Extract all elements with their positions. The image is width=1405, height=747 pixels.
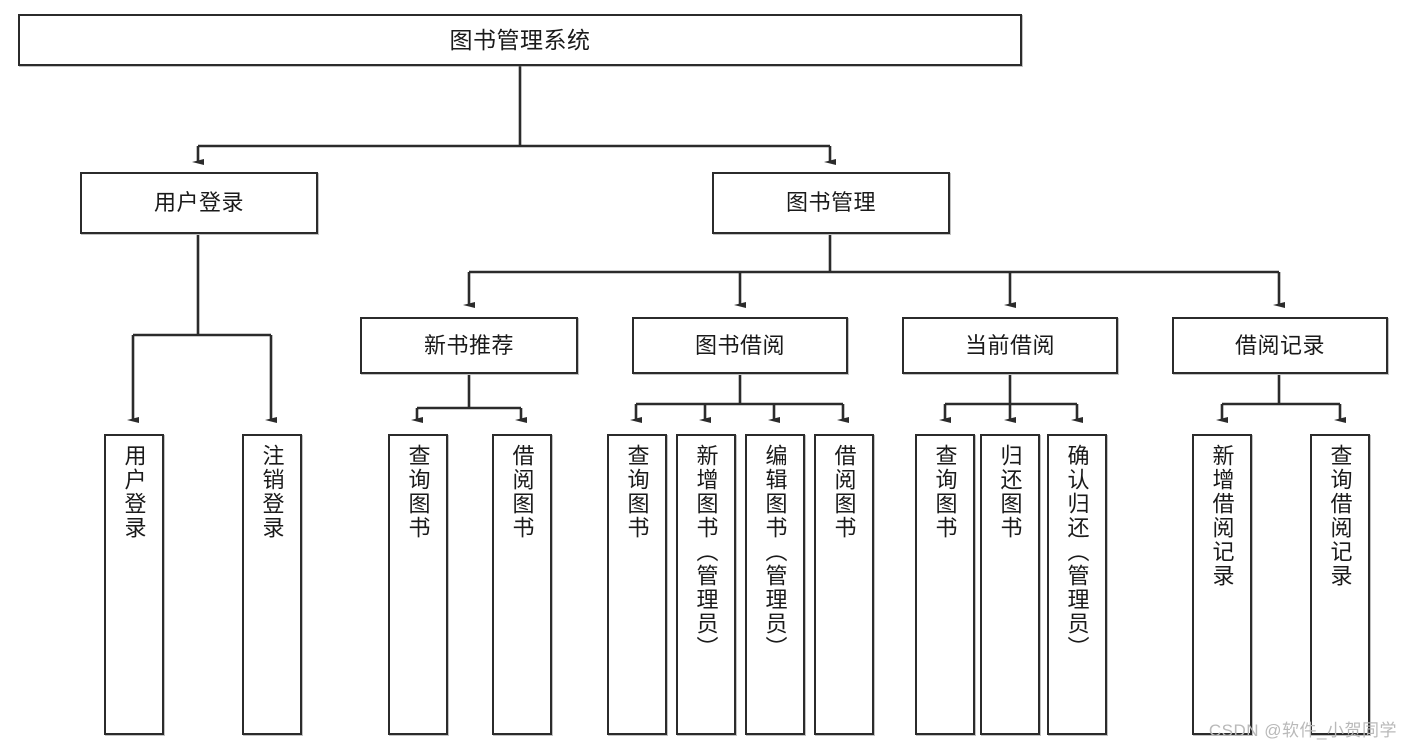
node-leaf-add-record-label: 新增借阅记录 (1209, 444, 1235, 588)
node-leaf-borrow-book-2[interactable]: 借阅图书 (814, 434, 874, 735)
node-leaf-borrow-book-1-label: 借阅图书 (509, 444, 535, 540)
node-leaf-user-login-label: 用户登录 (121, 444, 147, 540)
node-leaf-query-book-3-label: 查询图书 (932, 444, 958, 540)
node-leaf-borrow-book-1[interactable]: 借阅图书 (492, 434, 552, 735)
node-leaf-return-book-label: 归还图书 (997, 444, 1023, 540)
node-leaf-return-book[interactable]: 归还图书 (980, 434, 1040, 735)
node-book-manage[interactable]: 图书管理 (712, 172, 950, 234)
node-leaf-edit-book-label: 编辑图书（管理员） (762, 444, 788, 660)
node-borrow-record-label: 借阅记录 (1234, 332, 1325, 358)
node-leaf-query-book-1-label: 查询图书 (405, 444, 431, 540)
node-current-borrow-label: 当前借阅 (964, 332, 1055, 358)
node-root[interactable]: 图书管理系统 (18, 14, 1022, 66)
node-new-book-rec[interactable]: 新书推荐 (360, 317, 578, 374)
node-leaf-user-login[interactable]: 用户登录 (104, 434, 164, 735)
node-current-borrow[interactable]: 当前借阅 (902, 317, 1118, 374)
node-leaf-logout[interactable]: 注销登录 (242, 434, 302, 735)
node-leaf-query-book-2[interactable]: 查询图书 (607, 434, 667, 735)
node-leaf-confirm-return-label: 确认归还（管理员） (1064, 444, 1090, 660)
node-leaf-confirm-return[interactable]: 确认归还（管理员） (1047, 434, 1107, 735)
node-new-book-rec-label: 新书推荐 (423, 332, 514, 358)
node-user-login[interactable]: 用户登录 (80, 172, 318, 234)
node-leaf-query-record-label: 查询借阅记录 (1327, 444, 1353, 588)
node-leaf-add-book[interactable]: 新增图书（管理员） (676, 434, 736, 735)
node-user-login-label: 用户登录 (153, 190, 244, 216)
node-leaf-query-book-3[interactable]: 查询图书 (915, 434, 975, 735)
watermark: CSDN @软件_小贺同学 (1208, 721, 1397, 740)
node-leaf-query-record[interactable]: 查询借阅记录 (1310, 434, 1370, 735)
node-root-label: 图书管理系统 (449, 26, 591, 53)
node-leaf-add-book-label: 新增图书（管理员） (693, 444, 719, 660)
node-leaf-edit-book[interactable]: 编辑图书（管理员） (745, 434, 805, 735)
node-leaf-borrow-book-2-label: 借阅图书 (831, 444, 857, 540)
node-book-borrow-label: 图书借阅 (694, 332, 785, 358)
node-leaf-add-record[interactable]: 新增借阅记录 (1192, 434, 1252, 735)
node-borrow-record[interactable]: 借阅记录 (1172, 317, 1388, 374)
node-book-manage-label: 图书管理 (785, 190, 876, 216)
node-leaf-logout-label: 注销登录 (259, 444, 285, 540)
node-book-borrow[interactable]: 图书借阅 (632, 317, 848, 374)
node-leaf-query-book-1[interactable]: 查询图书 (388, 434, 448, 735)
node-leaf-query-book-2-label: 查询图书 (624, 444, 650, 540)
